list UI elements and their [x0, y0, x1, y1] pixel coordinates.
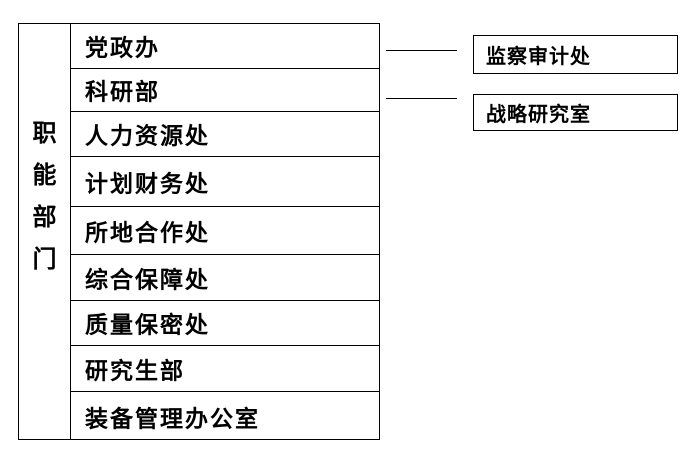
department-label: 研究生部: [85, 357, 185, 384]
connector-line: [386, 98, 457, 99]
category-char: 能: [32, 161, 57, 189]
category-char: 部: [32, 203, 57, 231]
category-char: 门: [32, 245, 57, 273]
department-row-research: 科研部: [71, 68, 379, 111]
department-label: 党政办: [85, 35, 160, 62]
department-row-cooperation: 所地合作处: [71, 206, 379, 254]
department-list: 党政办 科研部 人力资源处 计划财务处 所地合作处 综合保障处 质量保密处 研究…: [70, 23, 380, 440]
department-label: 人力资源处: [85, 123, 210, 150]
department-row-graduate: 研究生部: [71, 345, 379, 391]
side-box-audit: 监察审计处: [473, 35, 678, 74]
department-row-equipment: 装备管理办公室: [71, 391, 379, 441]
side-unit-label: 监察审计处: [486, 43, 591, 68]
department-row-hr: 人力资源处: [71, 111, 379, 156]
department-row-logistics: 综合保障处: [71, 254, 379, 300]
category-column: 职 能 部 门: [18, 23, 71, 440]
side-unit-label: 战略研究室: [486, 101, 591, 126]
connector-line: [386, 50, 457, 51]
department-label: 计划财务处: [85, 170, 210, 197]
department-label: 装备管理办公室: [85, 405, 260, 432]
department-label: 质量保密处: [85, 312, 210, 339]
department-label: 综合保障处: [85, 266, 210, 293]
side-box-strategy: 战略研究室: [473, 94, 678, 131]
department-row-quality: 质量保密处: [71, 300, 379, 345]
category-label: 职 能 部 门: [19, 112, 70, 280]
department-row-finance: 计划财务处: [71, 156, 379, 206]
department-label: 所地合作处: [85, 219, 210, 246]
department-label: 科研部: [85, 79, 160, 106]
department-row-party-office: 党政办: [71, 24, 379, 68]
category-char: 职: [32, 119, 57, 147]
